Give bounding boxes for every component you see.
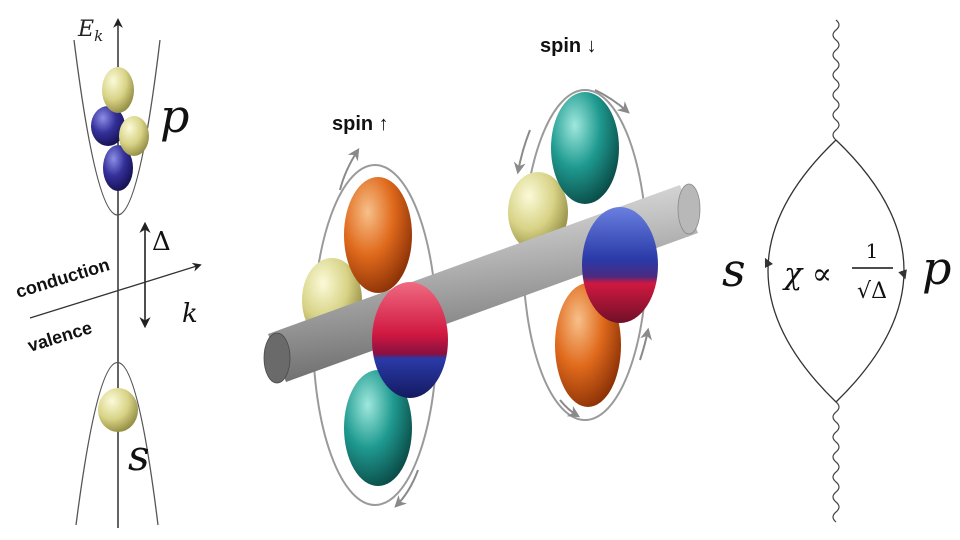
left-propagator-arrow <box>764 257 774 269</box>
feynman-diagram: s p χ ∝ 1 √Δ <box>722 19 951 523</box>
conduction-label: conduction <box>13 254 112 301</box>
p-lobe-pale-top <box>102 67 134 113</box>
left-propagator <box>767 139 837 403</box>
spin-up-orbit-arrow-top <box>339 147 360 191</box>
p-orbital-cluster <box>91 67 149 191</box>
bottom-photon-line <box>832 401 840 523</box>
spin-up-orbital <box>344 177 448 486</box>
valence-label: valence <box>25 317 94 355</box>
spin-down-orbital <box>551 92 658 407</box>
spin-up-orange-lobe <box>344 177 412 293</box>
valence-band-curve <box>75 361 159 526</box>
conduction-band-curve <box>73 39 161 216</box>
spin-down-orbit-arrow-bottom <box>559 399 581 418</box>
s-orbital-sphere <box>98 388 138 432</box>
left-label: s <box>722 243 746 297</box>
spin-down-orbit-arrow-left <box>513 129 531 175</box>
right-propagator-arrow <box>898 269 907 280</box>
momentum-axis <box>29 262 202 319</box>
rod-near-end <box>263 332 291 384</box>
p-lobe-blue-left <box>91 106 125 146</box>
susceptibility-symbol: χ ∝ <box>782 257 832 292</box>
energy-axis-label: Ek <box>77 17 103 45</box>
rod-far-end <box>677 183 701 235</box>
p-lobe-blue-bottom <box>103 145 133 191</box>
momentum-axis-label: k <box>182 299 198 329</box>
lower-orbital-label: s <box>128 431 150 480</box>
p-lobe-pale-right <box>119 116 149 156</box>
spin-down-label: spin ↓ <box>540 35 597 57</box>
top-photon-line <box>832 19 840 141</box>
upper-orbital-label: p <box>160 89 189 143</box>
band-diagram: Ek p s Δ k conduction valence <box>13 17 202 528</box>
spin-down-orbit-arrow-right <box>639 327 653 361</box>
orbital-chain: spin ↑ spin ↓ <box>263 35 701 508</box>
gap-label: Δ <box>152 227 171 257</box>
spin-down-teal-lobe <box>551 92 619 204</box>
right-propagator <box>835 139 905 403</box>
spin-up-label: spin ↑ <box>332 113 389 135</box>
right-label: p <box>922 241 951 295</box>
spin-up-teal-lobe <box>344 370 412 486</box>
spin-down-blue-red-lobe <box>582 207 658 323</box>
fraction-denominator: √Δ <box>857 279 887 304</box>
spin-down-orbit-arrow-top <box>594 89 630 114</box>
spin-up-orbit-arrow-bottom <box>394 469 419 508</box>
spin-up-red-blue-lobe <box>372 282 448 398</box>
fraction-numerator: 1 <box>866 239 879 263</box>
